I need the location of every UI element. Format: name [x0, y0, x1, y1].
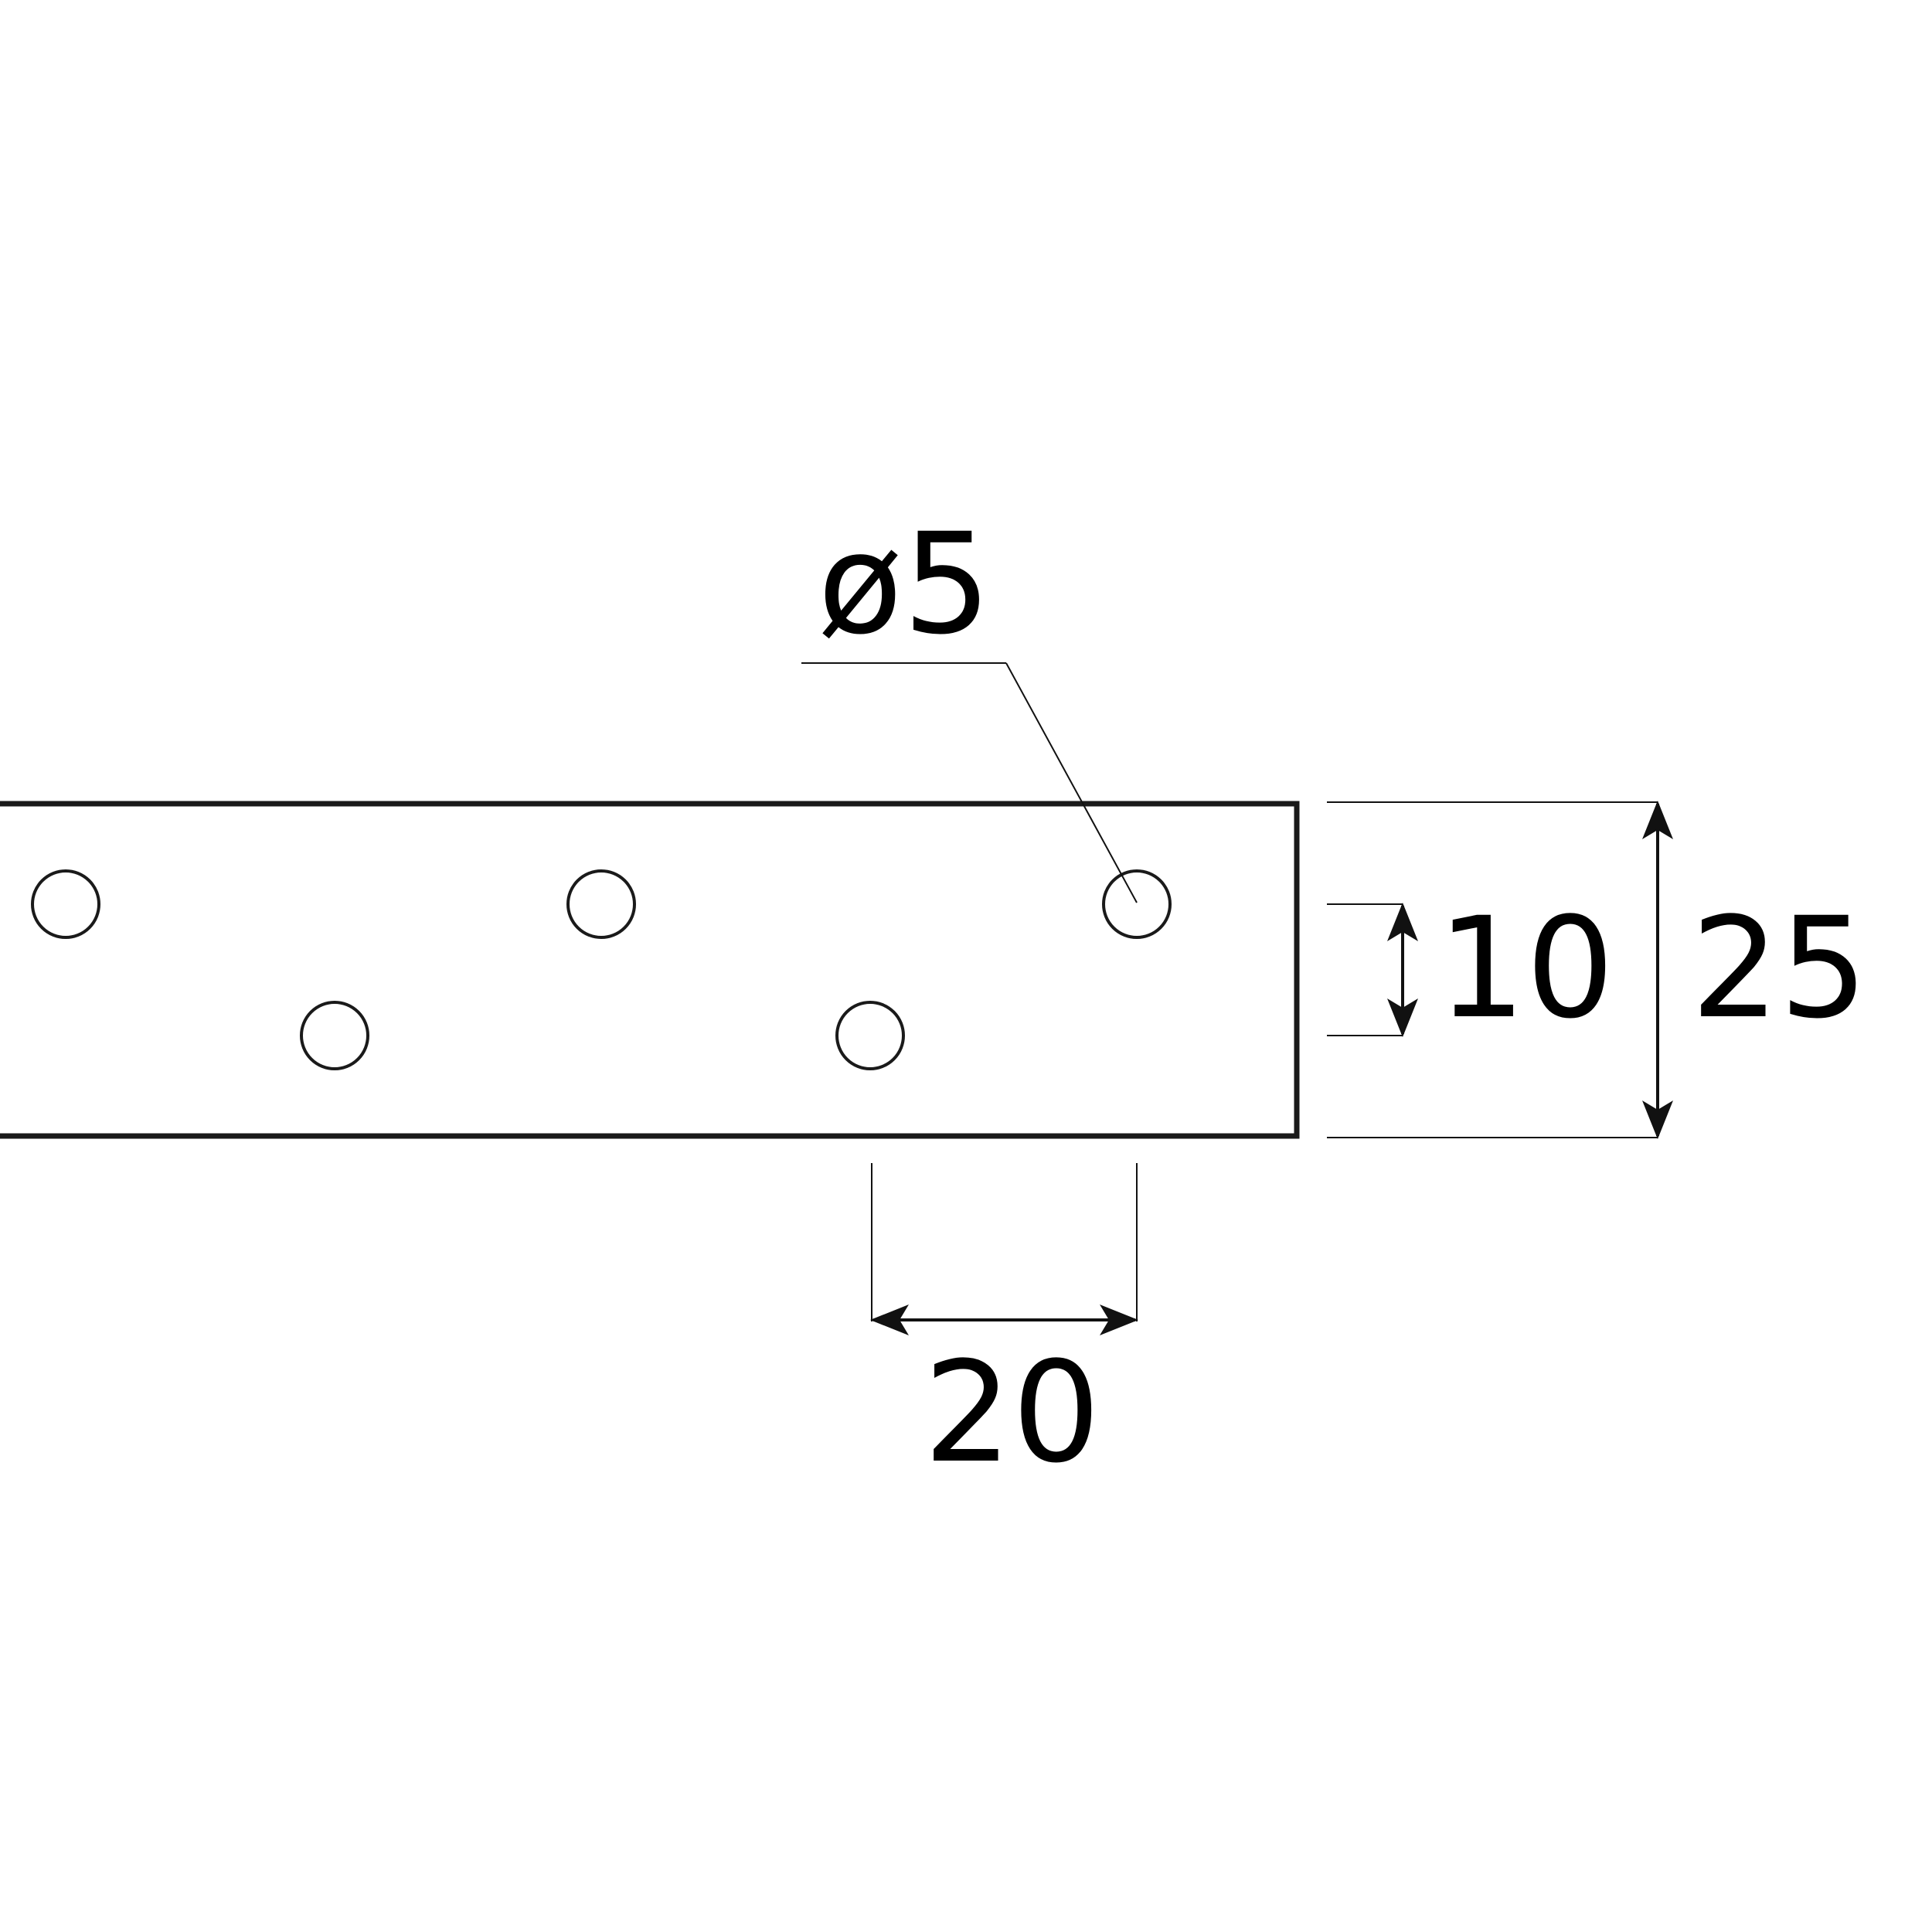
hole-pitch-label: 20 [923, 1332, 1100, 1494]
plate-width-label: 25 [1691, 888, 1868, 1049]
arrowhead [1387, 903, 1418, 941]
hole-pitch-dimension [870, 1163, 1138, 1335]
diameter-leader [801, 662, 1138, 903]
hole-diameter-label: ø5 [818, 504, 992, 665]
arrowhead [1100, 1304, 1138, 1335]
holes [31, 869, 1172, 1070]
row-offset-dimension [1327, 903, 1418, 1037]
hole [566, 869, 636, 939]
plate-outline [0, 801, 1300, 1139]
hole [1102, 869, 1172, 939]
arrowhead [870, 1304, 909, 1335]
plate-width-dimension [1327, 801, 1673, 1139]
hole [835, 1001, 905, 1070]
arrowhead [1642, 1100, 1673, 1139]
arrowhead [1642, 801, 1673, 839]
row-offset-label: 10 [1437, 888, 1614, 1049]
hole [300, 1001, 369, 1070]
arrowhead [1387, 998, 1418, 1037]
hole [31, 869, 100, 939]
